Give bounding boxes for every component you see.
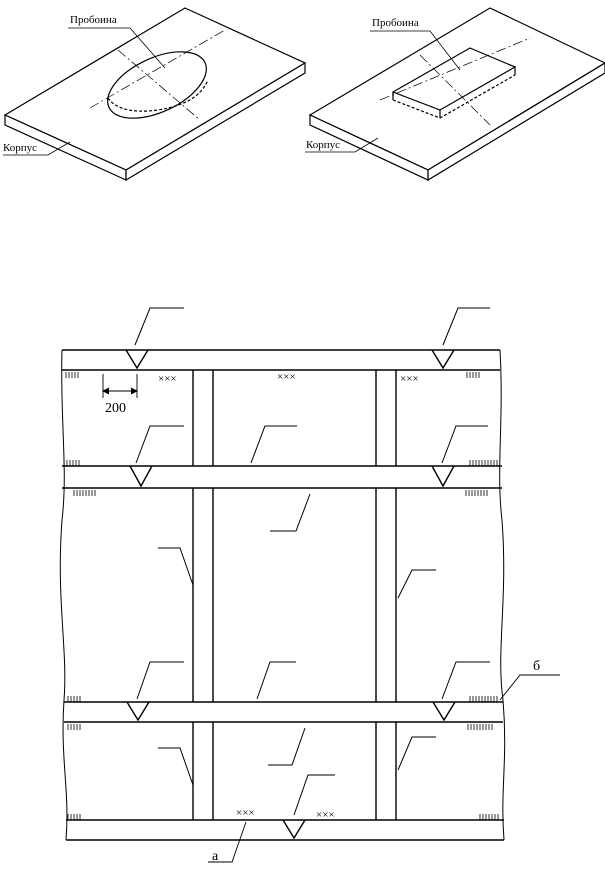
stiffener-left bbox=[192, 370, 214, 820]
weld-v-7 bbox=[282, 819, 306, 840]
leader-hole-2 bbox=[370, 30, 461, 71]
body-label-2: Корпус bbox=[306, 139, 340, 151]
girder-2 bbox=[62, 465, 502, 489]
label-a: а bbox=[212, 849, 219, 864]
rect-hole-bottom-hidden bbox=[392, 74, 516, 119]
weld-v-3 bbox=[129, 465, 153, 488]
weld-v-2 bbox=[431, 349, 455, 370]
weld-v-6 bbox=[432, 701, 456, 722]
weld-mark-5: ××× bbox=[316, 809, 335, 821]
leader-body-2 bbox=[305, 137, 379, 153]
dimension-200 bbox=[101, 374, 139, 398]
break-edge-right bbox=[499, 349, 506, 841]
break-edge-left bbox=[59, 349, 68, 841]
weld-mark-4: ××× bbox=[236, 807, 255, 819]
weld-mark-1: ××× bbox=[158, 373, 177, 385]
weld-v-1 bbox=[125, 349, 149, 370]
leader-b bbox=[499, 674, 560, 701]
figure-frame-plan bbox=[59, 307, 560, 863]
hole-label-2: Пробоина bbox=[372, 17, 419, 29]
weld-v-5 bbox=[126, 701, 150, 722]
figure-rectangular-hole bbox=[305, 7, 605, 182]
hatch-marks bbox=[63, 372, 499, 820]
hole-label-1: Пробоина bbox=[70, 14, 117, 26]
center-line-1a bbox=[89, 29, 226, 109]
stiffener-right bbox=[375, 370, 397, 820]
leader-body-1 bbox=[3, 141, 71, 156]
weld-mark-3: ××× bbox=[400, 373, 419, 385]
label-b: б bbox=[533, 659, 540, 674]
plate-side-2 bbox=[427, 62, 605, 182]
girder-4 bbox=[66, 819, 504, 841]
leader-hole-1 bbox=[68, 27, 166, 69]
center-line-2b bbox=[419, 54, 491, 126]
girder-3 bbox=[64, 701, 503, 723]
ellipse-hole-bottom-hidden bbox=[107, 79, 209, 112]
center-line-2a bbox=[379, 37, 531, 101]
dimension-text: 200 bbox=[105, 401, 126, 416]
girder-1 bbox=[62, 349, 500, 371]
body-label-1: Корпус bbox=[3, 142, 37, 154]
leader-a bbox=[208, 821, 247, 863]
weld-leaders bbox=[134, 307, 490, 816]
weld-v-4 bbox=[431, 465, 455, 488]
plate-side-1 bbox=[125, 61, 306, 182]
weld-mark-2: ××× bbox=[277, 371, 296, 383]
figure-elliptical-hole bbox=[3, 7, 307, 182]
ellipse-hole bbox=[107, 51, 207, 119]
